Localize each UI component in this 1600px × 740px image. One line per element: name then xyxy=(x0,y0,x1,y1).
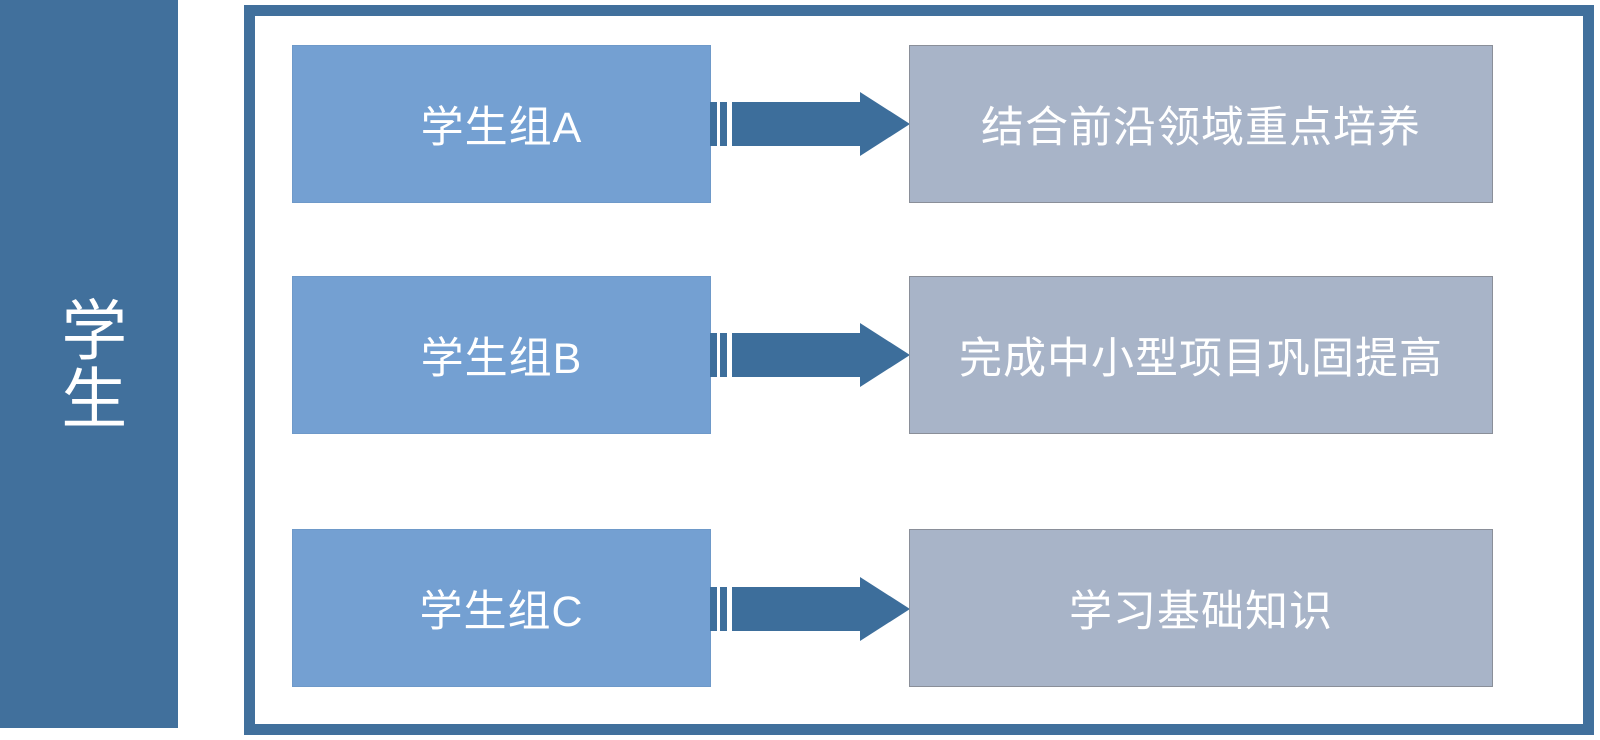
mapping-row: 学生组B 完成中小型项目巩固提高 xyxy=(258,276,1580,434)
main-frame-inner-outline: 学生组A 结合前沿领域重点培养 学生组B xyxy=(255,16,1583,724)
student-group-label: 学生组C xyxy=(419,588,584,636)
student-group-box[interactable]: 学生组C xyxy=(292,529,711,687)
outcome-label: 完成中小型项目巩固提高 xyxy=(959,335,1443,383)
striped-arrow-right-icon xyxy=(710,323,910,387)
student-group-label: 学生组A xyxy=(420,104,583,152)
mapping-row: 学生组C 学习基础知识 xyxy=(258,529,1580,687)
outcome-box[interactable]: 学习基础知识 xyxy=(909,529,1493,687)
student-group-label: 学生组B xyxy=(420,335,583,383)
striped-arrow-right-icon xyxy=(710,577,910,641)
outcome-label: 学习基础知识 xyxy=(1069,588,1333,636)
outcome-label: 结合前沿领域重点培养 xyxy=(981,104,1421,152)
category-sidebar-label: 学生 xyxy=(52,296,127,432)
outcome-box[interactable]: 完成中小型项目巩固提高 xyxy=(909,276,1493,434)
student-group-box[interactable]: 学生组A xyxy=(292,45,711,203)
outcome-box[interactable]: 结合前沿领域重点培养 xyxy=(909,45,1493,203)
main-frame: 学生组A 结合前沿领域重点培养 学生组B xyxy=(244,5,1594,735)
category-sidebar: 学生 xyxy=(0,0,178,728)
mapping-row: 学生组A 结合前沿领域重点培养 xyxy=(258,45,1580,203)
student-group-box[interactable]: 学生组B xyxy=(292,276,711,434)
striped-arrow-right-icon xyxy=(710,92,910,156)
